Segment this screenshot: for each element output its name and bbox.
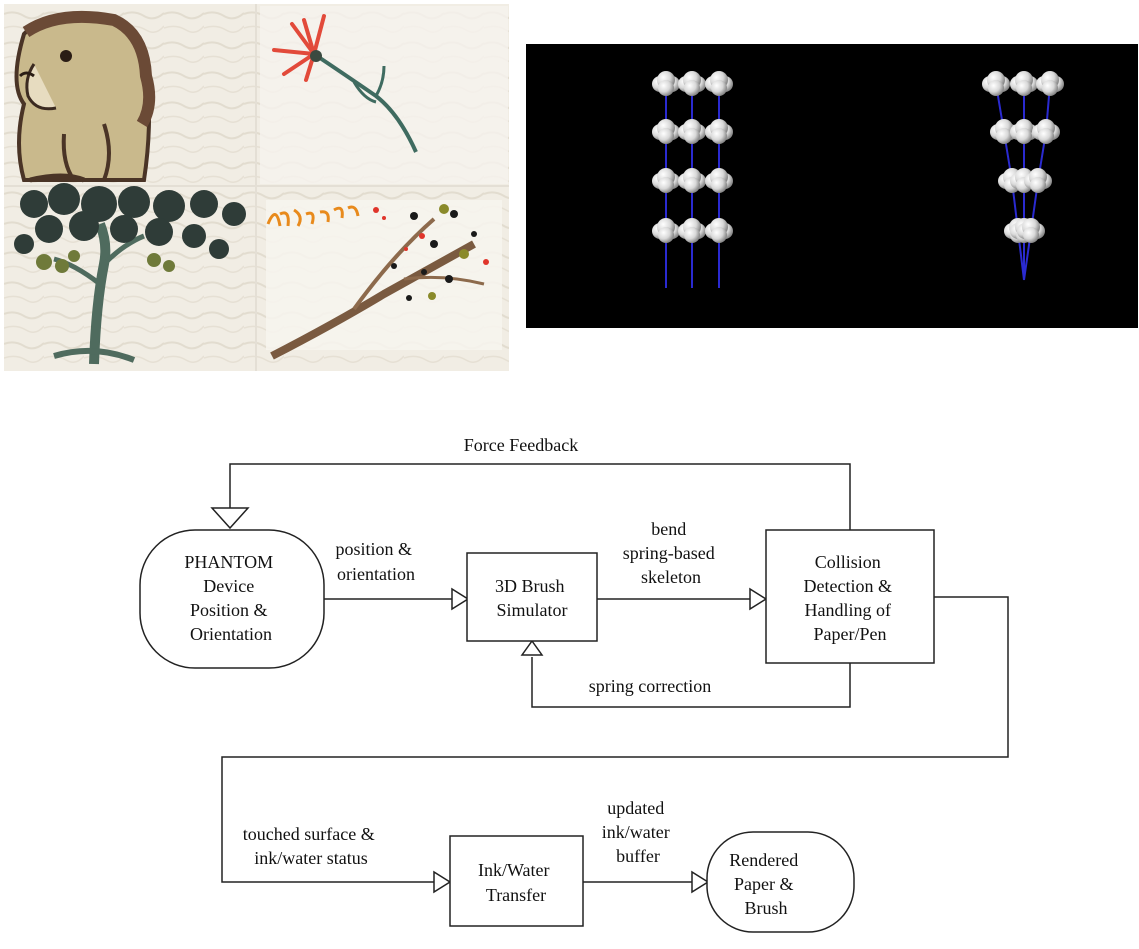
brush-simulation-view <box>526 44 1138 328</box>
bristle-node <box>705 168 733 193</box>
force-feedback-line <box>229 463 851 530</box>
bristle-node <box>1024 168 1052 193</box>
collision-node <box>765 529 935 664</box>
spring-correction-label: spring correction <box>589 676 711 696</box>
bristle-node <box>1032 119 1060 144</box>
ink-transfer-node <box>449 835 584 927</box>
position-orientation-label: position & orientation <box>335 539 416 584</box>
phantom-signature <box>266 205 360 227</box>
bristle-node <box>678 168 706 193</box>
rendered-node <box>706 831 855 933</box>
bristle-node <box>652 218 680 243</box>
bristle-node <box>705 218 733 243</box>
brush-simulator-label: 3D Brush Simulator <box>495 576 569 620</box>
arrowhead-bend <box>749 587 768 611</box>
bristle-node <box>1010 71 1038 96</box>
painting-collage <box>4 4 509 371</box>
ink-transfer-label: Ink/Water Transfer <box>478 860 554 905</box>
bristle-node <box>678 119 706 144</box>
bent-brush-skeleton <box>982 71 1064 281</box>
spring-correction-line <box>531 657 851 708</box>
bristle-node <box>678 71 706 96</box>
updated-buffer-label: updated ink/water buffer <box>602 798 674 866</box>
bristle-node <box>652 168 680 193</box>
bristle-node <box>652 71 680 96</box>
flower-painting <box>260 6 508 184</box>
lion-painting <box>14 10 156 183</box>
brush-simulator-node <box>466 552 598 642</box>
bristle-node <box>678 218 706 243</box>
arrowhead-spring <box>520 639 544 656</box>
arrowhead-position <box>451 587 470 611</box>
tree-painting <box>14 183 246 365</box>
bristle-node <box>705 71 733 96</box>
force-feedback-label: Force Feedback <box>464 435 578 455</box>
bristle-node <box>1017 218 1045 243</box>
bristle-node <box>705 119 733 144</box>
touched-surface-line <box>221 596 1009 883</box>
phantom-node-label: PHANTOM Device Position & Orientation <box>184 552 277 644</box>
branch-painting <box>266 200 502 360</box>
rendered-node-label: Rendered Paper & Brush <box>729 850 802 918</box>
collision-node-label: Collision Detection & Handling of Paper/… <box>804 552 897 644</box>
bristle-node <box>982 71 1010 96</box>
arrowhead-updated <box>691 870 710 894</box>
straight-brush-skeleton <box>652 71 733 288</box>
arrowhead-force <box>210 507 250 530</box>
arrowhead-touched <box>433 870 452 894</box>
bristle-node <box>1036 71 1064 96</box>
bend-skeleton-label: bend spring-based skeleton <box>623 519 719 587</box>
bristle-node <box>652 119 680 144</box>
phantom-node <box>139 529 325 669</box>
touched-surface-label: touched surface & ink/water status <box>243 824 379 868</box>
